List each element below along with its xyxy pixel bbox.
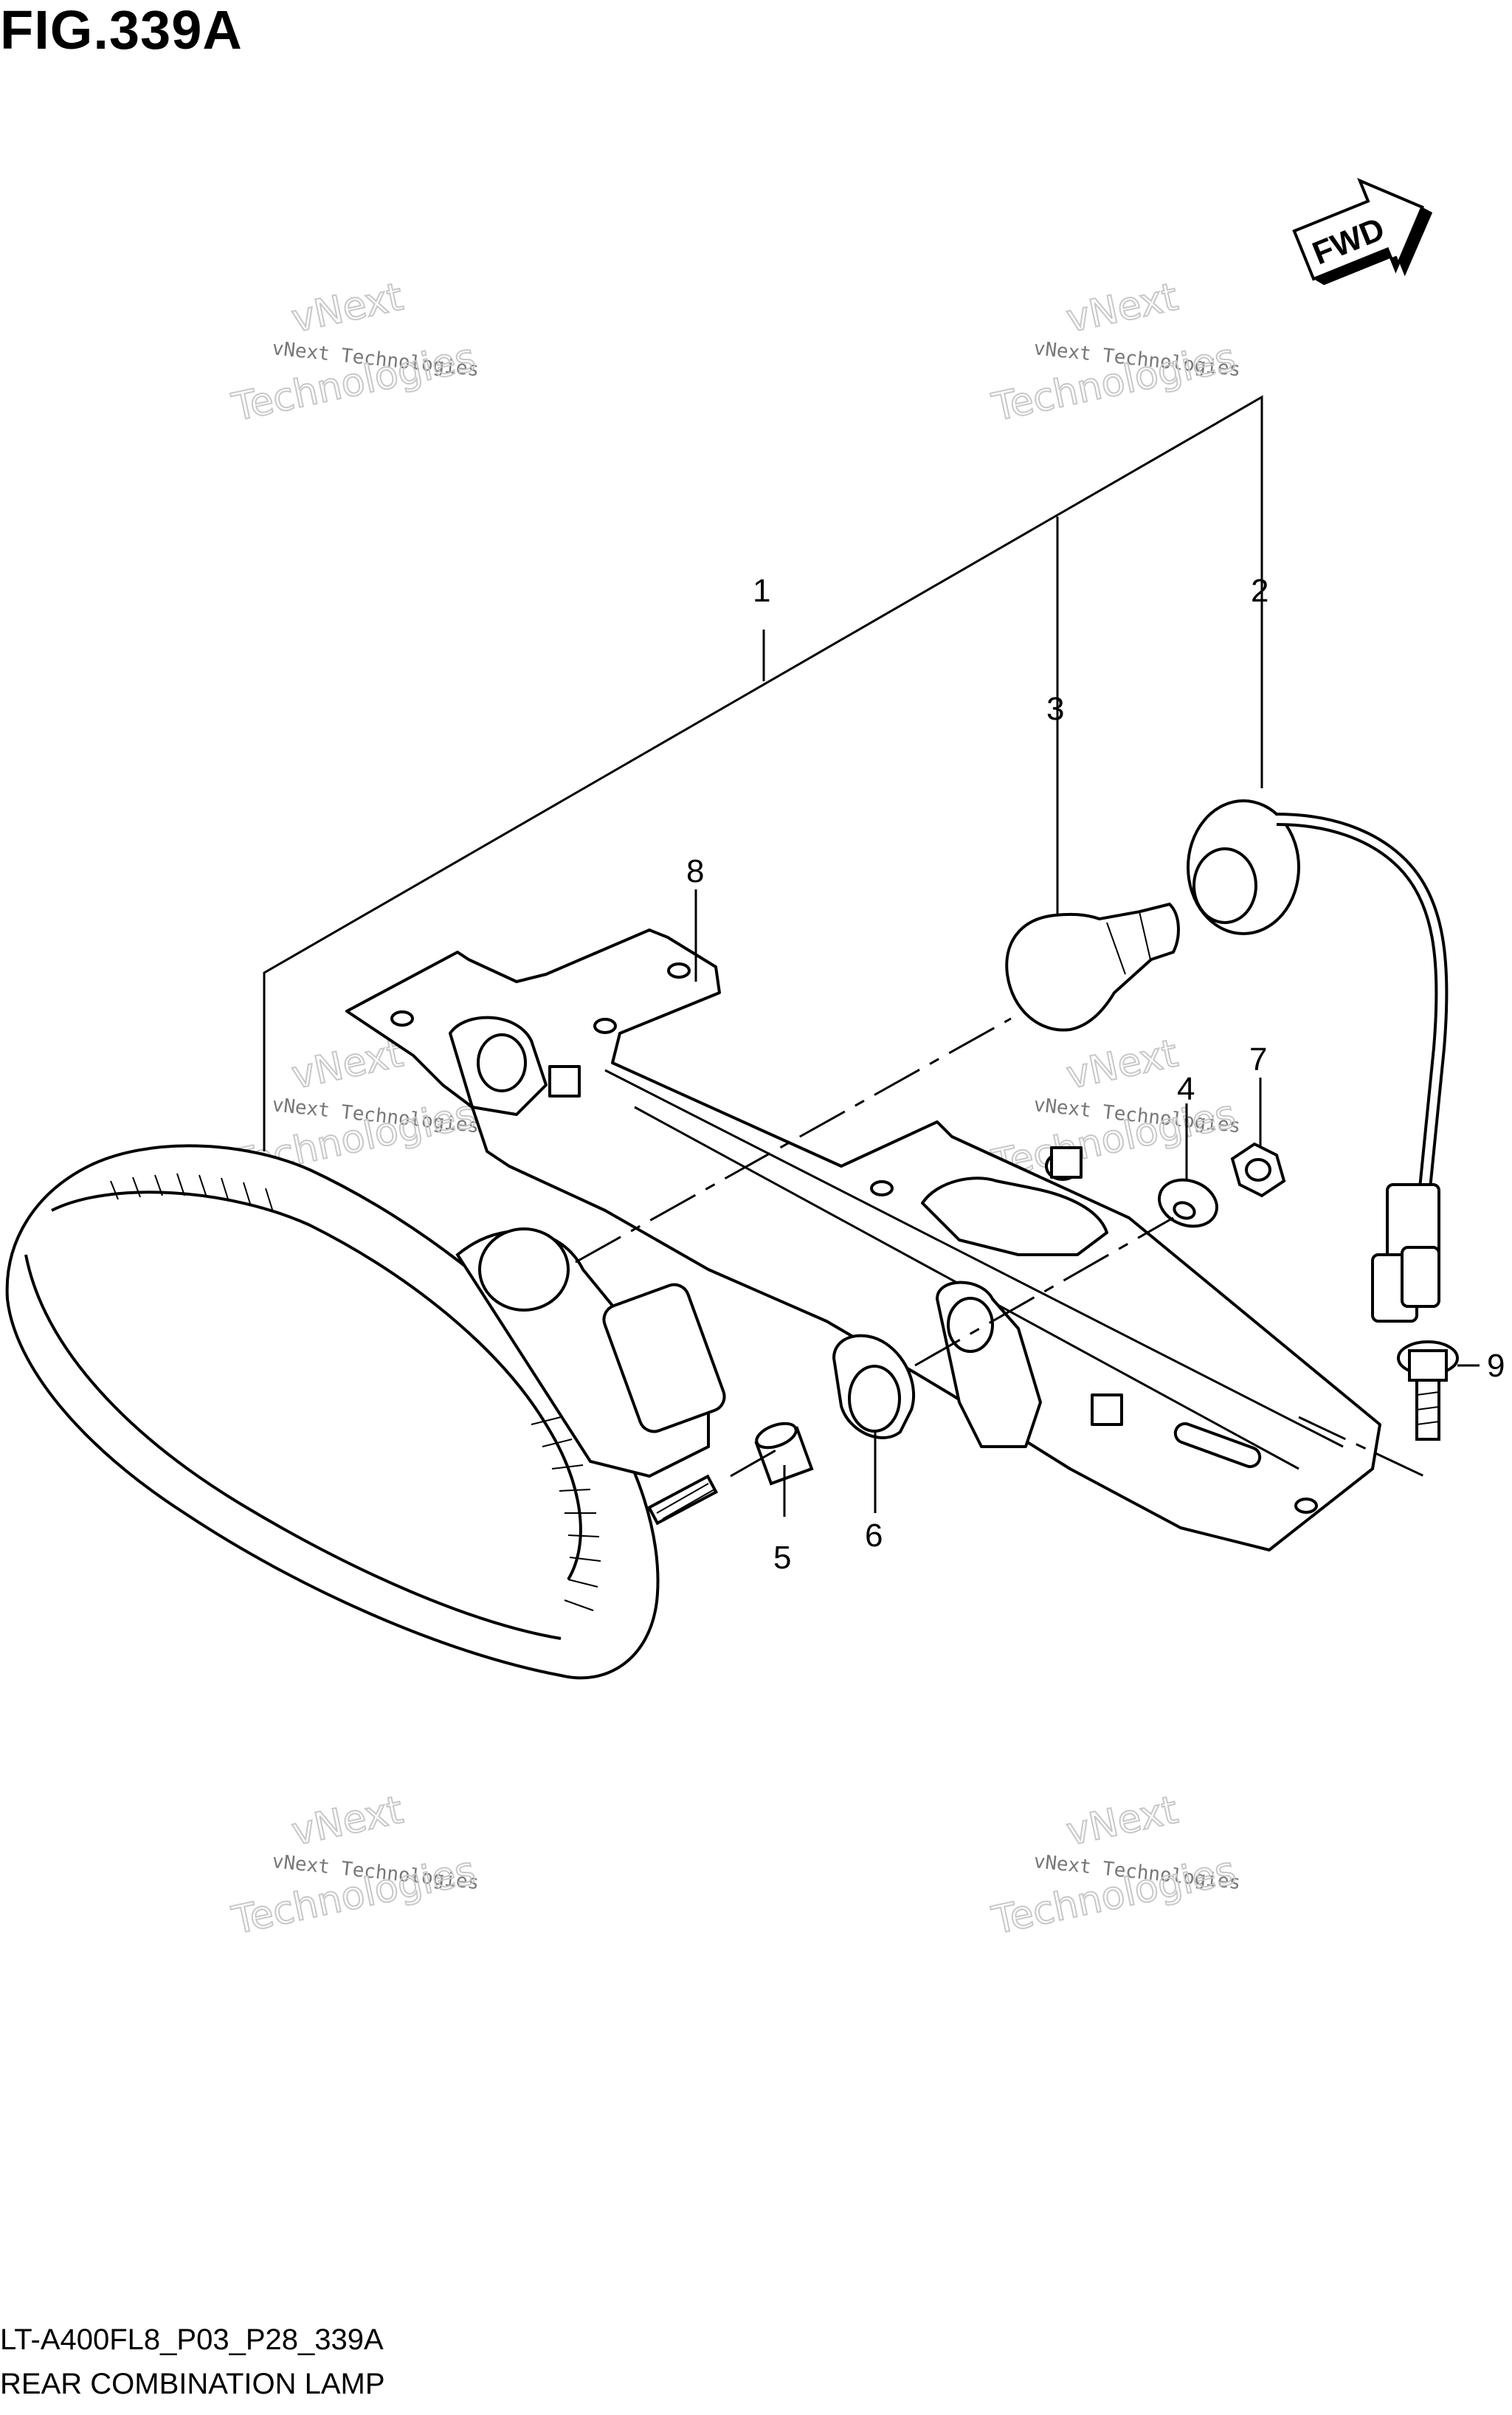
- callout-leaders: [694, 889, 1480, 1517]
- svg-text:vNext: vNext: [288, 1788, 407, 1854]
- watermark-top-right: vNext Technologies vNext Technologies: [987, 274, 1241, 430]
- figure-name: REAR COMBINATION LAMP: [0, 2368, 385, 2400]
- svg-text:vNext: vNext: [1063, 1031, 1181, 1098]
- alignment-lines: [575, 1017, 1425, 1478]
- nut-icon: [1230, 1142, 1286, 1198]
- svg-text:vNext: vNext: [288, 275, 407, 341]
- collar-icon: [754, 1422, 814, 1486]
- bulb-icon: [1005, 902, 1180, 1032]
- callout-3: 3: [1046, 691, 1064, 727]
- lamp-bracket: [345, 929, 1381, 1551]
- socket-harness-icon: [1187, 799, 1449, 1323]
- callout-7: 7: [1249, 1041, 1267, 1078]
- svg-text:vNext: vNext: [288, 1031, 407, 1098]
- assembly-leader: [263, 395, 1263, 1151]
- watermark-bottom-left: vNext Technologies vNext Technologies: [227, 1787, 480, 1943]
- svg-text:vNext: vNext: [1063, 1788, 1181, 1854]
- grommet-icon: [832, 1334, 916, 1439]
- watermark-bottom-right: vNext Technologies vNext Technologies: [987, 1787, 1241, 1943]
- watermark-top-left: vNext Technologies vNext Technologies: [227, 274, 480, 430]
- svg-text:vNext: vNext: [1063, 275, 1181, 341]
- callout-6: 6: [865, 1517, 883, 1554]
- watermark-mid-right: vNext Technologies vNext Technologies: [987, 1030, 1241, 1187]
- lamp-housing: [5, 1144, 726, 1680]
- callout-5: 5: [773, 1540, 791, 1576]
- callout-1: 1: [753, 573, 770, 609]
- callout-2: 2: [1251, 573, 1268, 609]
- figure-code: LT-A400FL8_P03_P28_339A: [0, 2323, 384, 2356]
- figure-title: FIG.339A: [0, 0, 243, 61]
- fwd-arrow-icon: FWD: [1292, 178, 1433, 286]
- callout-4: 4: [1177, 1071, 1195, 1107]
- bolt-icon: [1397, 1340, 1459, 1441]
- washer-icon: [1158, 1178, 1218, 1228]
- callout-8: 8: [686, 853, 704, 889]
- callout-9: 9: [1487, 1348, 1505, 1384]
